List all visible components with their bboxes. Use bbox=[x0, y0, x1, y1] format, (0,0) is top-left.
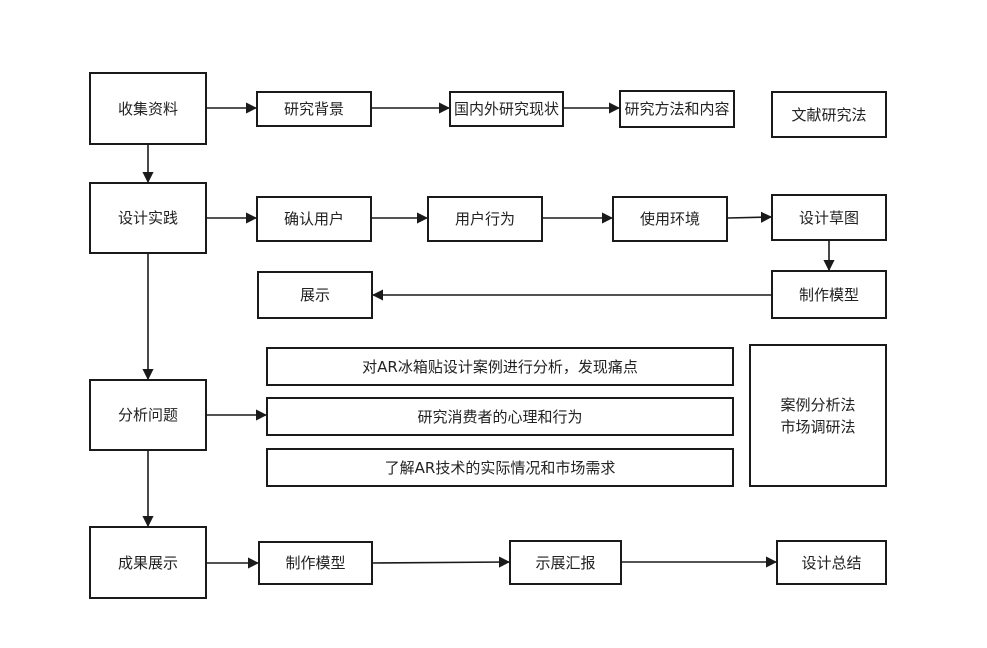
node-result-display: 成果展示 bbox=[89, 526, 207, 599]
node-confirm-user: 确认用户 bbox=[256, 196, 372, 242]
node-design-summary: 设计总结 bbox=[776, 540, 887, 585]
arrow-model-to-report bbox=[372, 556, 511, 568]
node-design-practice: 设计实践 bbox=[89, 182, 207, 254]
node-use-environment: 使用环境 bbox=[612, 196, 728, 242]
node-literature-method: 文献研究法 bbox=[771, 91, 887, 138]
node-make-model-result: 制作模型 bbox=[258, 541, 373, 585]
node-analyze-item-1: 对AR冰箱贴设计案例进行分析，发现痛点 bbox=[266, 347, 734, 386]
node-make-model-design: 制作模型 bbox=[771, 270, 887, 319]
node-research-background: 研究背景 bbox=[256, 91, 372, 127]
method-market-research: 市场调研法 bbox=[780, 417, 856, 436]
node-analysis-methods: 案例分析法 市场调研法 bbox=[749, 344, 887, 487]
node-design-sketch: 设计草图 bbox=[771, 194, 887, 241]
node-user-behavior: 用户行为 bbox=[427, 196, 543, 242]
node-research-status: 国内外研究现状 bbox=[449, 91, 564, 127]
arrow-environment-to-sketch bbox=[727, 211, 773, 223]
node-research-methods-content: 研究方法和内容 bbox=[619, 90, 735, 128]
node-display-report: 示展汇报 bbox=[509, 540, 622, 585]
node-collect-materials: 收集资料 bbox=[89, 72, 207, 145]
method-case-analysis: 案例分析法 bbox=[780, 395, 856, 414]
node-analyze-problem: 分析问题 bbox=[89, 379, 207, 451]
node-display: 展示 bbox=[257, 271, 373, 319]
node-analyze-item-2: 研究消费者的心理和行为 bbox=[266, 397, 734, 436]
node-analyze-item-3: 了解AR技术的实际情况和市场需求 bbox=[266, 448, 734, 487]
